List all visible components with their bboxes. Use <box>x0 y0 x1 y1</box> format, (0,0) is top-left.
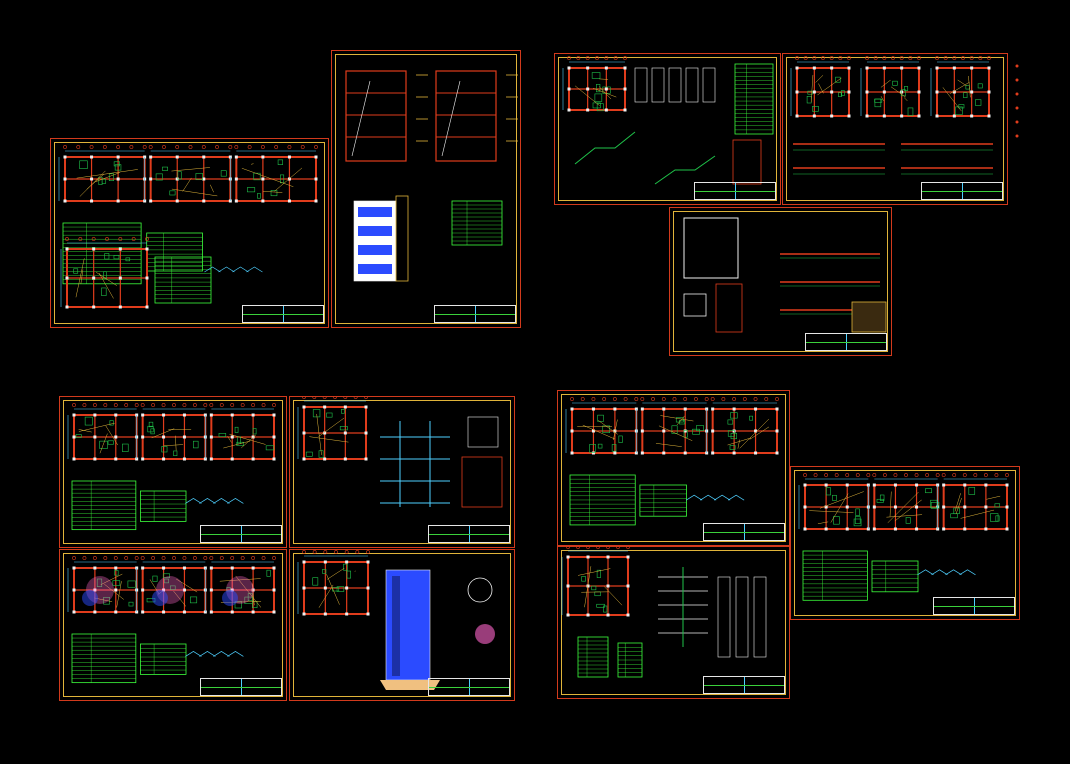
sheet-drawing <box>798 473 1009 601</box>
sheet-drawing <box>58 145 318 309</box>
sheet-drawing <box>67 403 276 531</box>
sheet-inner-frame <box>673 211 888 352</box>
sheet-sanitary-isometric[interactable] <box>289 396 515 548</box>
sheet-structures-foundation[interactable] <box>554 53 781 205</box>
sheet-inner-frame <box>794 470 1016 616</box>
sheet-inner-frame <box>558 57 777 201</box>
sheet-inner-frame <box>561 550 786 695</box>
sheet-electrical-diagram[interactable] <box>557 546 790 699</box>
title-block <box>200 678 282 696</box>
title-block <box>434 305 516 323</box>
title-block <box>805 333 887 351</box>
sheet-inner-frame <box>786 57 1004 201</box>
sheet-inner-frame <box>293 400 511 544</box>
sheet-drawing <box>345 70 518 282</box>
sheet-drawing <box>67 556 276 684</box>
sheet-drawing <box>565 397 779 526</box>
sheet-drawing <box>297 397 503 508</box>
sheet-structures-beams[interactable] <box>782 53 1008 205</box>
title-block <box>921 182 1003 200</box>
title-block <box>703 523 785 541</box>
sheet-inner-frame <box>293 553 511 697</box>
title-block <box>242 305 324 323</box>
title-block <box>200 525 282 543</box>
sheet-drawing <box>562 56 774 185</box>
sheet-electrical-plans-3[interactable] <box>790 466 1020 620</box>
title-block <box>694 182 776 200</box>
sheet-inner-frame <box>335 54 517 324</box>
sheet-drawing <box>297 550 495 690</box>
sheet-inner-frame <box>54 142 325 324</box>
sheet-electrical-plans[interactable] <box>59 549 287 701</box>
sheet-drawing <box>561 547 767 678</box>
title-block <box>933 597 1015 615</box>
sheet-inner-frame <box>63 553 283 697</box>
title-block <box>703 676 785 694</box>
title-block <box>428 525 510 543</box>
sheet-drawing <box>790 56 993 175</box>
sheet-structures-details[interactable] <box>669 207 892 356</box>
sheet-electrical-plans-2[interactable] <box>557 390 790 546</box>
sheet-architecture-plans-1[interactable] <box>50 138 329 328</box>
sheet-sanitary-plans[interactable] <box>59 396 287 548</box>
sheet-inner-frame <box>561 394 786 542</box>
title-block <box>428 678 510 696</box>
sheet-inner-frame <box>63 400 283 544</box>
sheet-architecture-sections[interactable] <box>331 50 521 328</box>
sheet-drawing <box>683 217 887 333</box>
sheet-water-tank[interactable] <box>289 549 515 701</box>
